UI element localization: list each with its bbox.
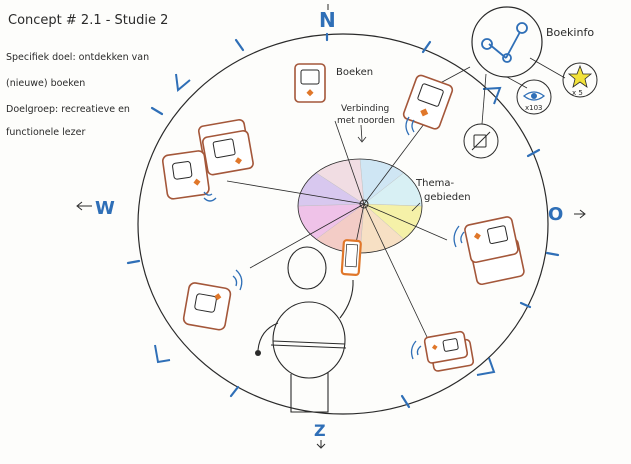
views-count: x103 <box>525 104 543 112</box>
goal-line-2: (nieuwe) boeken <box>6 78 85 89</box>
wifi-signal-southeast <box>410 340 422 360</box>
goal-line-1: Specifiek doel: ontdekken van <box>6 52 149 63</box>
compass-north: N <box>319 8 336 32</box>
theme-label-2: gebieden <box>424 192 471 203</box>
connection-label-1: Verbinding <box>341 104 389 114</box>
stars-count: x 5 <box>572 89 583 97</box>
visitor-hand <box>255 350 261 356</box>
graph-network-icon <box>481 22 528 63</box>
book-stack-northwest <box>197 119 254 176</box>
compass-ticks <box>126 32 560 409</box>
theme-label-1: Thema- <box>415 178 454 189</box>
book-device-northeast <box>402 74 454 130</box>
audience-line-2: functionele lezer <box>6 127 85 138</box>
book-device-north <box>294 63 326 103</box>
concept-title: Concept # 2.1 - Studie 2 <box>8 13 168 28</box>
wifi-signal-east <box>453 225 465 248</box>
book-device-southwest <box>182 282 232 331</box>
compass-arrows <box>76 4 586 449</box>
eye-icon <box>522 91 546 101</box>
wifi-signal-northeast <box>405 116 415 136</box>
wifi-signal-west <box>203 191 217 202</box>
books-label: Boeken <box>336 67 373 78</box>
compass-west: W <box>95 198 115 219</box>
visitor-figure <box>257 246 354 413</box>
connection-label-2: met noorden <box>337 116 395 126</box>
direction-triangles <box>154 73 502 376</box>
stars-circle <box>562 62 598 98</box>
connection-lines <box>226 115 448 338</box>
compass-east: O <box>548 204 563 225</box>
smartphone <box>340 239 362 277</box>
theme-wheel <box>297 158 423 254</box>
no-entry-circle <box>463 123 499 159</box>
book-stack-southeast <box>423 330 475 372</box>
audience-line-1: Doelgroep: recreatieve en <box>6 104 130 115</box>
book-device-west <box>161 150 210 200</box>
connection-arrow <box>360 124 363 142</box>
wheel-center-hub <box>359 199 369 209</box>
no-entry-icon <box>471 131 491 151</box>
wifi-signal-southwest <box>232 269 243 291</box>
star-icon <box>567 64 593 88</box>
compass-south: Z <box>314 421 326 440</box>
book-info-label: Boekinfo <box>546 26 594 39</box>
room-circle <box>137 33 549 415</box>
book-stack-east <box>464 216 525 286</box>
views-circle <box>516 79 552 115</box>
